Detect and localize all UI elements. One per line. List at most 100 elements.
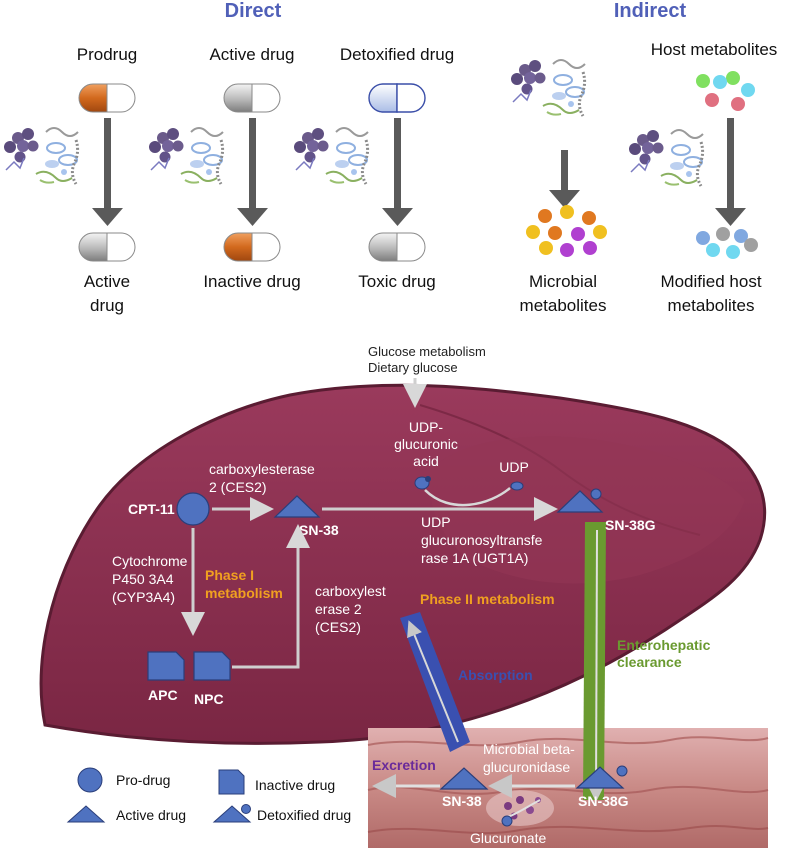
npc-label: NPC	[194, 691, 224, 707]
absorption-band	[400, 612, 470, 752]
ces2-mid-line3: (CES2)	[315, 619, 361, 635]
excretion-label: Excretion	[372, 757, 436, 773]
arrow-shaft	[561, 150, 568, 192]
direct-heading: Direct	[225, 0, 282, 22]
udp-curve	[424, 487, 511, 507]
panel-host-metabolites: Host metabolites Modified host metabolit…	[627, 40, 778, 315]
arrow-shaft	[104, 118, 111, 210]
enterohepatic-line2: clearance	[617, 654, 682, 670]
sn38g-detoxified-triangle	[556, 490, 604, 513]
microbes-icon	[509, 58, 587, 118]
arrow-head	[549, 190, 580, 208]
ces2-top-line2: 2 (CES2)	[209, 479, 267, 495]
ugt-line1: UDP	[421, 514, 451, 530]
cyp-line3: (CYP3A4)	[112, 589, 175, 605]
arrow-shaft	[249, 118, 256, 210]
host-metabolites-label: Host metabolites	[651, 40, 778, 59]
legend-active-icon	[66, 805, 106, 823]
absorption-label: Absorption	[458, 667, 533, 683]
detoxified-capsule	[368, 83, 426, 113]
microbes-icon	[147, 126, 225, 186]
cpt11-label: CPT-11	[128, 501, 175, 517]
gut-illustration	[367, 728, 769, 848]
udp-molecule	[510, 481, 524, 491]
phase1-line1: Phase I	[205, 567, 254, 583]
absorption-arrow-line	[407, 620, 459, 743]
enterohepatic-arrow-line	[588, 529, 605, 802]
phase1-line2: metabolism	[205, 585, 283, 601]
panel-prodrug: Prodrug Active drug	[2, 45, 137, 315]
legend-prodrug-icon	[77, 767, 103, 793]
arrow-head	[715, 208, 746, 226]
glucuronate-label: Glucuronate	[470, 830, 546, 846]
apc-inactive-shape	[147, 651, 185, 681]
enterohepatic-line1: Enterohepatic	[617, 637, 711, 653]
dietary-glucose-label: Dietary glucose	[368, 360, 458, 375]
toxic-capsule	[368, 232, 426, 262]
beta-glucuronidase-line1: Microbial beta-	[483, 741, 575, 757]
udpga-line3: acid	[413, 453, 439, 469]
sn38g-gut-label: SN-38G	[578, 793, 629, 809]
ces2-top-line1: carboxylesterase	[209, 461, 315, 477]
host-metabolite-dots	[696, 71, 755, 111]
cpt11-prodrug-circle	[176, 492, 210, 526]
active-capsule	[223, 83, 281, 113]
sn38g-gut-triangle	[575, 766, 625, 789]
ugt-line2: glucuronosyltransfe	[421, 532, 543, 548]
glucose-metabolism-label: Glucose metabolism	[368, 344, 486, 359]
legend-inactive-icon	[218, 769, 245, 795]
modified-host-metabolite-dots	[696, 227, 758, 259]
udpga-line2: glucuronic	[394, 436, 458, 452]
apc-label: APC	[148, 687, 178, 703]
npc-to-sn38-arrow	[232, 524, 310, 669]
sn38-gut-label: SN-38	[442, 793, 482, 809]
legend-detoxified-icon	[212, 805, 252, 823]
ces2-mid-line1: carboxylest	[315, 583, 386, 599]
sn38-gut-triangle	[439, 767, 489, 790]
panel-microbial-metabolites: Microbial metabolites	[509, 58, 607, 315]
panel3-bottom-line1: Toxic drug	[358, 272, 435, 291]
panel4-bottom-line2: metabolites	[520, 296, 607, 315]
active-drug-label: Active drug	[209, 45, 294, 64]
arrow-shaft	[394, 118, 401, 210]
panel1-bottom-line1: Active	[84, 272, 130, 291]
prodrug-label: Prodrug	[77, 45, 137, 64]
phase2-label: Phase II metabolism	[420, 591, 555, 607]
sn38-active-triangle	[273, 495, 321, 518]
active-drug-capsule	[78, 232, 136, 262]
indirect-heading: Indirect	[614, 0, 687, 22]
udpga-line1: UDP-	[409, 419, 444, 435]
arrow-head	[237, 208, 268, 226]
cyp-line2: P450 3A4	[112, 571, 174, 587]
legend-detoxified-label: Detoxified drug	[257, 807, 351, 823]
sn38-liver-label: SN-38	[299, 522, 339, 538]
sn38g-liver-label: SN-38G	[605, 517, 656, 533]
legend: Pro-drug Inactive drug Active drug Detox…	[66, 767, 351, 823]
enterohepatic-band	[583, 522, 606, 800]
panel-active-drug: Active drug Inactive drug	[147, 45, 301, 291]
legend-prodrug-label: Pro-drug	[116, 772, 170, 788]
inactive-capsule	[223, 232, 281, 262]
beta-glucuronidase-line2: glucuronidase	[483, 759, 570, 775]
legend-inactive-label: Inactive drug	[255, 777, 335, 793]
npc-inactive-shape	[193, 651, 231, 681]
panel1-bottom-line2: drug	[90, 296, 124, 315]
microbes-icon	[2, 126, 80, 186]
ces2-mid-line2: erase 2	[315, 601, 362, 617]
microbes-icon	[292, 126, 370, 186]
panel-detoxified-drug: Detoxified drug Toxic drug	[292, 45, 454, 291]
ugt-line3: rase 1A (UGT1A)	[421, 550, 528, 566]
arrow-head	[92, 208, 123, 226]
panel2-bottom-line1: Inactive drug	[203, 272, 300, 291]
arrow-head	[382, 208, 413, 226]
panel5-bottom-line1: Modified host	[660, 272, 761, 291]
microbes-icon	[627, 128, 705, 188]
microbial-metabolite-dots	[526, 205, 607, 257]
udp-label: UDP	[499, 459, 529, 475]
prodrug-capsule	[78, 83, 136, 113]
arrow-shaft	[727, 118, 734, 210]
glucuronate-molecule	[501, 815, 513, 827]
panel4-bottom-line1: Microbial	[529, 272, 597, 291]
cyp-line1: Cytochrome	[112, 553, 188, 569]
